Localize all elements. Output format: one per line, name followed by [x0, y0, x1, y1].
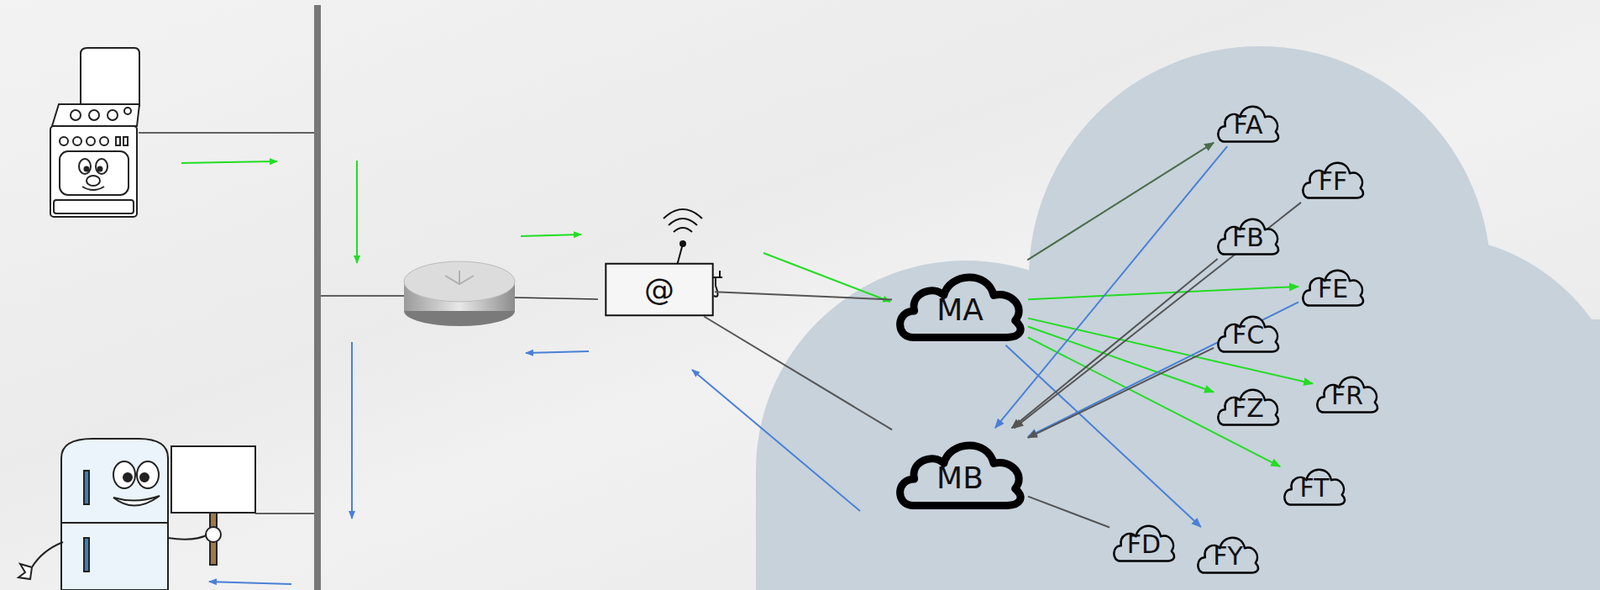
cloud-label: FD — [1127, 523, 1161, 557]
wires — [138, 132, 599, 514]
cloud-node: MA — [892, 260, 1028, 345]
cloud-label: FY — [1212, 535, 1244, 569]
cloud-node: FD — [1110, 515, 1178, 566]
connector — [1012, 258, 1218, 428]
connector — [1028, 326, 1214, 393]
cloud-label: FB — [1232, 216, 1265, 251]
router-icon — [403, 261, 515, 326]
connector — [703, 316, 892, 431]
cloud-label: FC — [1232, 314, 1265, 348]
cloud-label: FR — [1331, 374, 1364, 409]
connector — [1013, 202, 1301, 428]
connector — [1028, 347, 1214, 438]
cloud-node: FR — [1313, 367, 1381, 417]
cloud-node: FB — [1214, 209, 1282, 259]
flow-arrow — [209, 341, 861, 584]
modem-box: @ — [604, 262, 714, 316]
cloud-label: FF — [1318, 160, 1349, 195]
cloud-node: FF — [1299, 152, 1367, 203]
connector — [714, 291, 892, 300]
cloud-label: FE — [1317, 267, 1349, 302]
connector — [1027, 142, 1214, 261]
fridge-illustration — [18, 438, 256, 590]
cloud-node: FC — [1214, 306, 1282, 357]
network-bus — [314, 5, 321, 590]
flow-arrow — [181, 160, 891, 302]
cloud-node: MB — [892, 428, 1028, 513]
internet-cloud — [755, 46, 1600, 590]
modem-symbol: @ — [644, 274, 675, 305]
stove-illustration — [50, 47, 140, 217]
cloud-node: FY — [1194, 527, 1262, 578]
connector — [1028, 496, 1110, 528]
cloud-node: FA — [1214, 96, 1282, 147]
cloud-node: FZ — [1214, 379, 1282, 430]
connector — [1028, 286, 1299, 300]
cloud-node: FE — [1299, 260, 1367, 310]
cloud-label: FT — [1299, 466, 1329, 501]
cloud-node: FT — [1280, 459, 1349, 509]
cloud-label: FA — [1232, 104, 1263, 138]
connector — [1028, 301, 1299, 436]
cloud-label: MA — [936, 279, 984, 326]
cloud-label: FZ — [1232, 387, 1265, 421]
connector — [1005, 345, 1201, 527]
cloud-label: MB — [936, 447, 984, 494]
